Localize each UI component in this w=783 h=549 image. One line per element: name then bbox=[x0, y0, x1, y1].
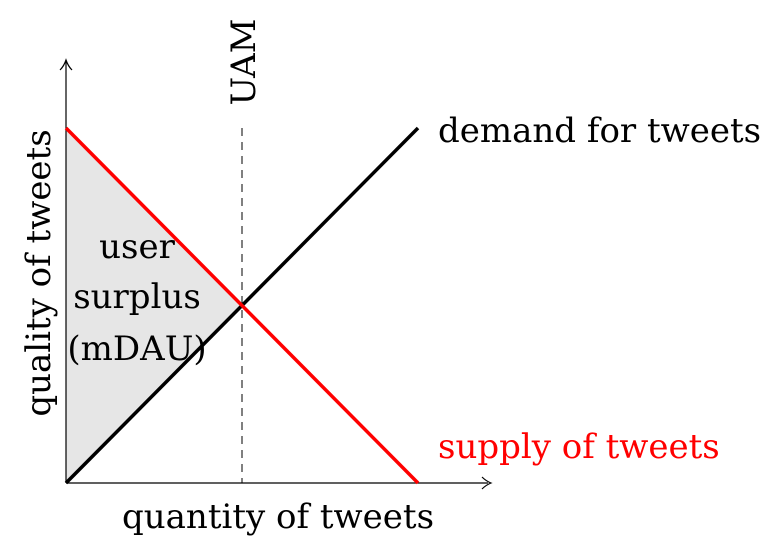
demand-label: demand for tweets bbox=[438, 111, 761, 151]
uam-label: UAM bbox=[224, 19, 264, 106]
surplus-label-line-1: user bbox=[99, 227, 175, 267]
surplus-label-line-2: surplus bbox=[73, 277, 201, 317]
supply-line bbox=[64, 126, 420, 485]
y-axis-arrowhead bbox=[59, 58, 73, 71]
x-axis-label: quantity of tweets bbox=[122, 497, 434, 537]
surplus-label-line-3: (mDAU) bbox=[67, 329, 206, 369]
y-axis-label: quality of tweets bbox=[19, 129, 59, 416]
supply-label: supply of tweets bbox=[438, 427, 720, 467]
user-surplus-region bbox=[66, 128, 242, 483]
x-axis-arrowhead bbox=[481, 476, 493, 490]
